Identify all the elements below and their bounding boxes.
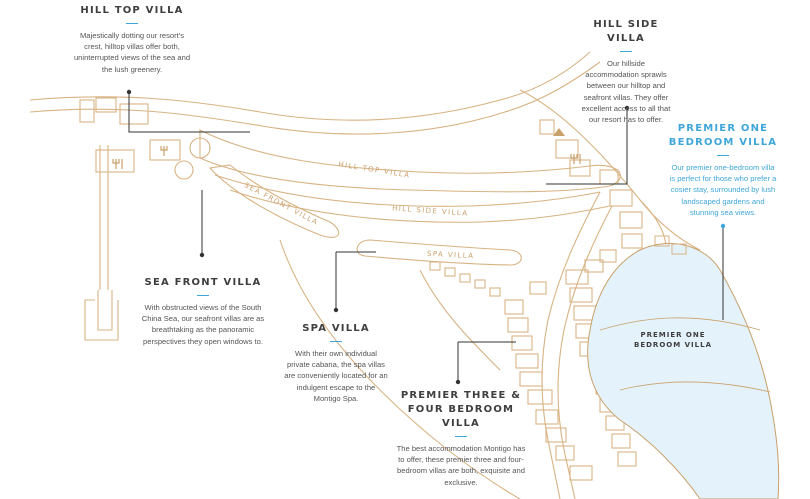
leader-lines <box>128 92 724 382</box>
divider <box>330 341 342 342</box>
divider <box>455 436 467 437</box>
callout-title: HILL TOP VILLA <box>80 5 184 16</box>
roads <box>29 51 701 499</box>
callout-title: SPA VILLA <box>302 323 370 334</box>
divider <box>620 51 632 52</box>
callout-premier-three: PREMIER THREE & FOUR BEDROOM VILLA The b… <box>396 389 526 488</box>
callout-desc: Our hillside accommodation sprawls betwe… <box>581 59 671 125</box>
callout-hill-side: HILL SIDE VILLA Our hillside accommodati… <box>580 18 672 125</box>
tent-icon <box>553 128 565 136</box>
callout-desc: The best accommodation Montigo has to of… <box>396 444 526 487</box>
callout-sea-front: SEA FRONT VILLA With obstructed views of… <box>138 276 268 347</box>
callout-hill-top: HILL TOP VILLA Majestically dotting our … <box>72 4 192 75</box>
divider <box>126 23 138 24</box>
callout-desc: Our premier one-bedroom villa is perfect… <box>669 163 777 217</box>
callout-title: HILL SIDE VILLA <box>593 19 659 44</box>
callout-title: SEA FRONT VILLA <box>144 277 262 288</box>
leader-dots <box>126 89 726 385</box>
callout-desc: With obstructed views of the South China… <box>141 303 265 346</box>
callout-desc: With their own individual private cabana… <box>284 349 388 403</box>
lake-premier-one <box>587 242 780 499</box>
callout-title: PREMIER ONE BEDROOM VILLA <box>668 123 778 148</box>
fork-knife-icon <box>112 146 581 169</box>
divider <box>717 155 729 156</box>
callout-premier-one: PREMIER ONE BEDROOM VILLA Our premier on… <box>668 122 778 218</box>
callout-title: PREMIER THREE & FOUR BEDROOM VILLA <box>400 390 522 429</box>
callout-desc: Majestically dotting our resort's crest,… <box>73 31 191 74</box>
divider <box>197 295 209 296</box>
map-label-premier-one: PREMIER ONE BEDROOM VILLA <box>634 331 712 349</box>
callout-spa: SPA VILLA With their own individual priv… <box>284 322 388 404</box>
